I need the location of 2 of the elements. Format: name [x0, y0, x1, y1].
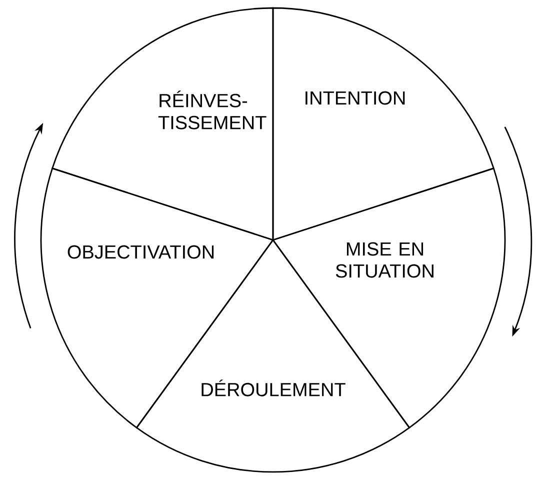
wheel-sector: RÉINVES- TISSEMENT	[52, 7, 274, 241]
wheel-sector: INTENTION	[272, 7, 494, 241]
